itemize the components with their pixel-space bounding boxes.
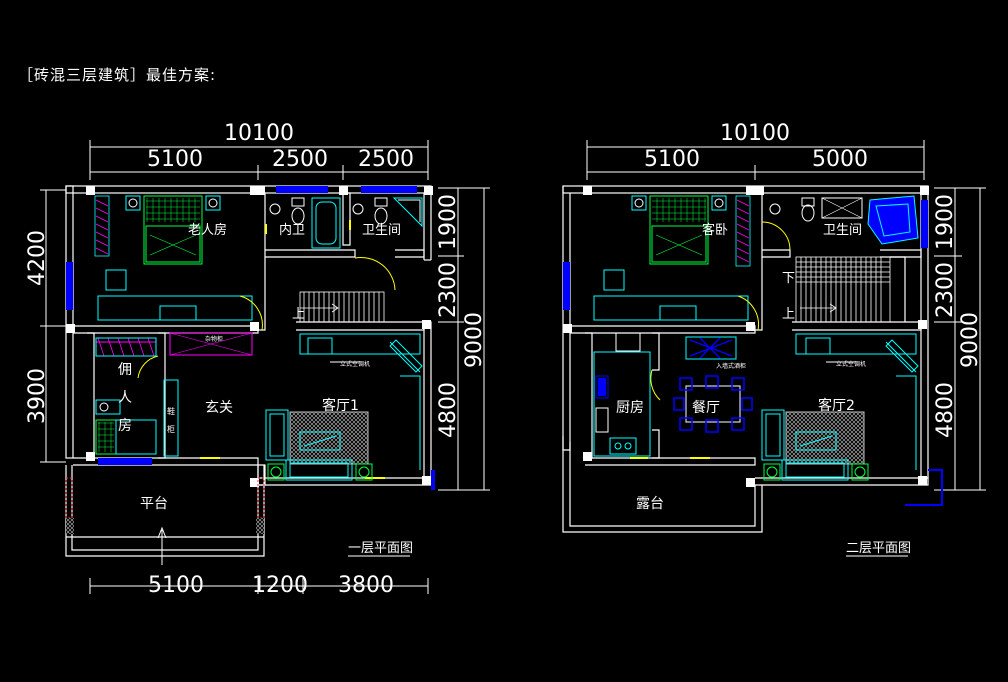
plan1-inner-bath <box>269 197 341 249</box>
plan1-up-label: 上 <box>292 307 305 322</box>
plan2-kitchen <box>593 332 651 457</box>
plan2-kitchen-label: 厨房 <box>616 400 644 416</box>
plan2-top-dimensions <box>586 140 925 180</box>
plan2-doors <box>630 221 791 459</box>
plan1-desk <box>97 269 253 321</box>
plan1-top-dim-1: 5100 <box>147 147 203 172</box>
plan1-right-total: 9000 <box>462 312 487 368</box>
plan2-ac <box>795 333 919 373</box>
plan2-wine-cabinet <box>685 336 737 360</box>
plan2-right-dimensions <box>934 187 986 491</box>
plan2-guest-bedroom-label: 客卧 <box>702 222 728 238</box>
plan1-shoe-label-1: 鞋 <box>167 406 175 416</box>
plan1-entry-arrow <box>157 526 167 565</box>
plan1-platform-hatch <box>66 518 264 534</box>
plan2-top-dim-2: 5000 <box>812 147 868 172</box>
plan2-dining-label: 餐厅 <box>692 400 720 416</box>
plan2-top-total: 10100 <box>720 121 790 146</box>
plan2-bathroom <box>769 195 919 245</box>
plan2-right-dim-2: 2300 <box>933 262 958 318</box>
plan1-servant-room <box>95 337 157 455</box>
plan1-left-dim-2: 3900 <box>25 368 50 424</box>
plan1-servant-label-3: 房 <box>118 418 132 434</box>
drawing-title: ［砖混三层建筑］最佳方案: <box>18 66 217 84</box>
plan1-ac <box>299 333 423 373</box>
plan2-living-label: 客厅2 <box>818 397 855 414</box>
plan2-right-dim-1: 1900 <box>933 194 958 250</box>
plan2-right-total: 9000 <box>958 312 983 368</box>
plan1-platform-label: 平台 <box>140 496 168 512</box>
plan1-windows <box>66 186 435 490</box>
plan1-right-dim-1: 1900 <box>436 194 461 250</box>
plan1-sundries-label: 杂物柜 <box>205 335 223 343</box>
plan1-elder-room-label: 老人房 <box>188 222 227 238</box>
plan2-bathroom-label: 卫生间 <box>823 223 862 238</box>
plan2-walls <box>562 185 929 533</box>
plan1-wardrobe <box>94 195 110 257</box>
plan2-guest-bed <box>631 195 727 265</box>
plan2-sofa-set <box>761 375 917 481</box>
plan1-doors <box>137 220 396 479</box>
plan1-inner-bath-label: 内卫 <box>279 222 305 238</box>
plan1-right-dimensions <box>438 187 490 491</box>
plan1-bathroom <box>352 197 423 228</box>
plan2-caption: 二层平面图 <box>846 541 911 556</box>
plan1-left-dim-1: 4200 <box>25 230 50 286</box>
plan1-bottom-dim-2: 1200 <box>252 573 308 598</box>
plan1-foyer-label: 玄关 <box>205 399 233 416</box>
plan1-bottom-dim-1: 5100 <box>148 573 204 598</box>
plan1-bottom-dim-3: 3800 <box>338 573 394 598</box>
plan1-sundries-cabinet <box>169 332 253 356</box>
plan2-dining-table <box>673 375 753 433</box>
plan1-stairs <box>299 291 385 323</box>
plan2-ac-label: 立式空调机 <box>836 360 866 368</box>
plan1-shoe-cabinet <box>163 379 179 457</box>
plan1-top-total: 10100 <box>224 121 294 146</box>
plan-1: 10100 5100 2500 2500 4200 3900 1900 2300… <box>25 121 490 598</box>
plan1-right-dim-2: 2300 <box>436 262 461 318</box>
plan1-bottom-dimensions <box>89 578 429 594</box>
plan1-top-dimensions <box>89 140 429 180</box>
plan2-wine-label: 入墙式酒柜 <box>716 362 746 370</box>
plan1-caption: 一层平面图 <box>348 541 413 556</box>
plan2-terrace-label: 露台 <box>636 496 664 512</box>
plan1-right-dim-3: 4800 <box>436 382 461 438</box>
plan1-servant-label-2: 人 <box>118 390 132 406</box>
plan2-desk <box>593 269 749 321</box>
plan1-servant-label-1: 佣 <box>118 362 132 378</box>
plan1-shoe-label-2: 柜 <box>167 424 175 434</box>
plan1-ac-label: 立式空调机 <box>340 360 370 368</box>
plan1-bathroom-label: 卫生间 <box>362 223 401 238</box>
plan1-left-dimensions <box>40 189 66 463</box>
plan1-top-dim-2: 2500 <box>272 147 328 172</box>
plan1-columns <box>66 186 433 487</box>
plan2-wardrobe <box>735 195 751 267</box>
plan2-windows <box>563 200 943 506</box>
plan1-living-label: 客厅1 <box>322 397 359 414</box>
plan2-top-dim-1: 5100 <box>644 147 700 172</box>
plan2-up-label: 上 <box>782 307 795 322</box>
plan2-down-label: 下 <box>782 271 795 286</box>
plan1-sofa-set <box>265 375 421 481</box>
plan1-elder-bed <box>125 195 221 265</box>
plan2-stairs <box>795 256 891 323</box>
plan-2: 10100 5100 5000 1900 2300 4800 9000 <box>562 121 986 557</box>
plan2-right-dim-3: 4800 <box>933 382 958 438</box>
plan2-columns <box>563 186 929 487</box>
plan1-top-dim-3: 2500 <box>358 147 414 172</box>
